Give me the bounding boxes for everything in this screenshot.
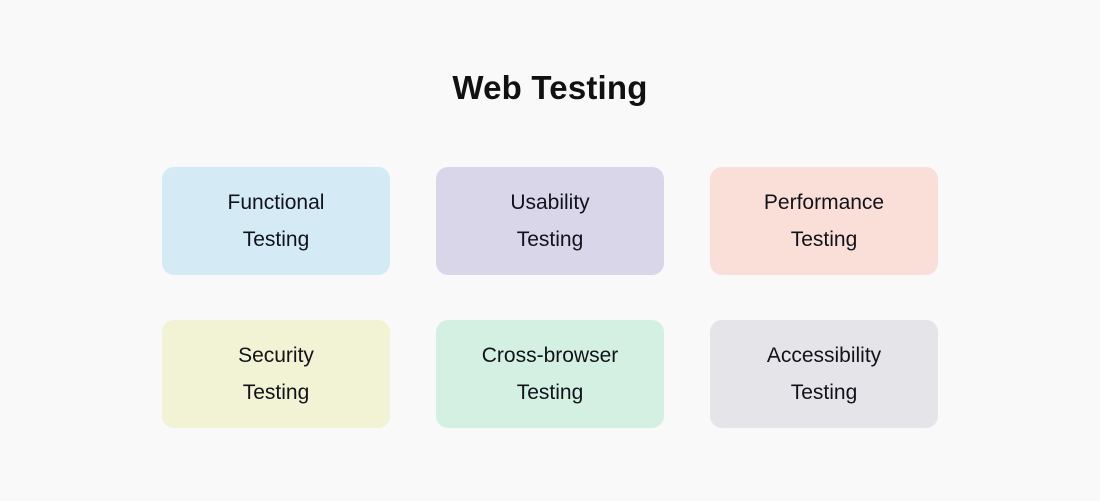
card-functional-testing[interactable]: Functional Testing <box>162 167 390 275</box>
card-label-accessibility-testing: Accessibility Testing <box>766 344 882 404</box>
card-accessibility-testing[interactable]: Accessibility Testing <box>710 320 938 428</box>
testing-types-grid: Functional Testing Usability Testing Per… <box>162 167 938 428</box>
card-label-performance-testing: Performance Testing <box>763 191 885 251</box>
card-usability-testing[interactable]: Usability Testing <box>436 167 664 275</box>
card-cross-browser-testing[interactable]: Cross-browser Testing <box>436 320 664 428</box>
card-security-testing[interactable]: Security Testing <box>162 320 390 428</box>
card-label-cross-browser-testing: Cross-browser Testing <box>481 344 619 404</box>
card-label-functional-testing: Functional Testing <box>227 191 325 251</box>
card-performance-testing[interactable]: Performance Testing <box>710 167 938 275</box>
page-title: Web Testing <box>452 69 648 106</box>
card-label-security-testing: Security Testing <box>238 344 314 404</box>
card-label-usability-testing: Usability Testing <box>510 191 590 251</box>
